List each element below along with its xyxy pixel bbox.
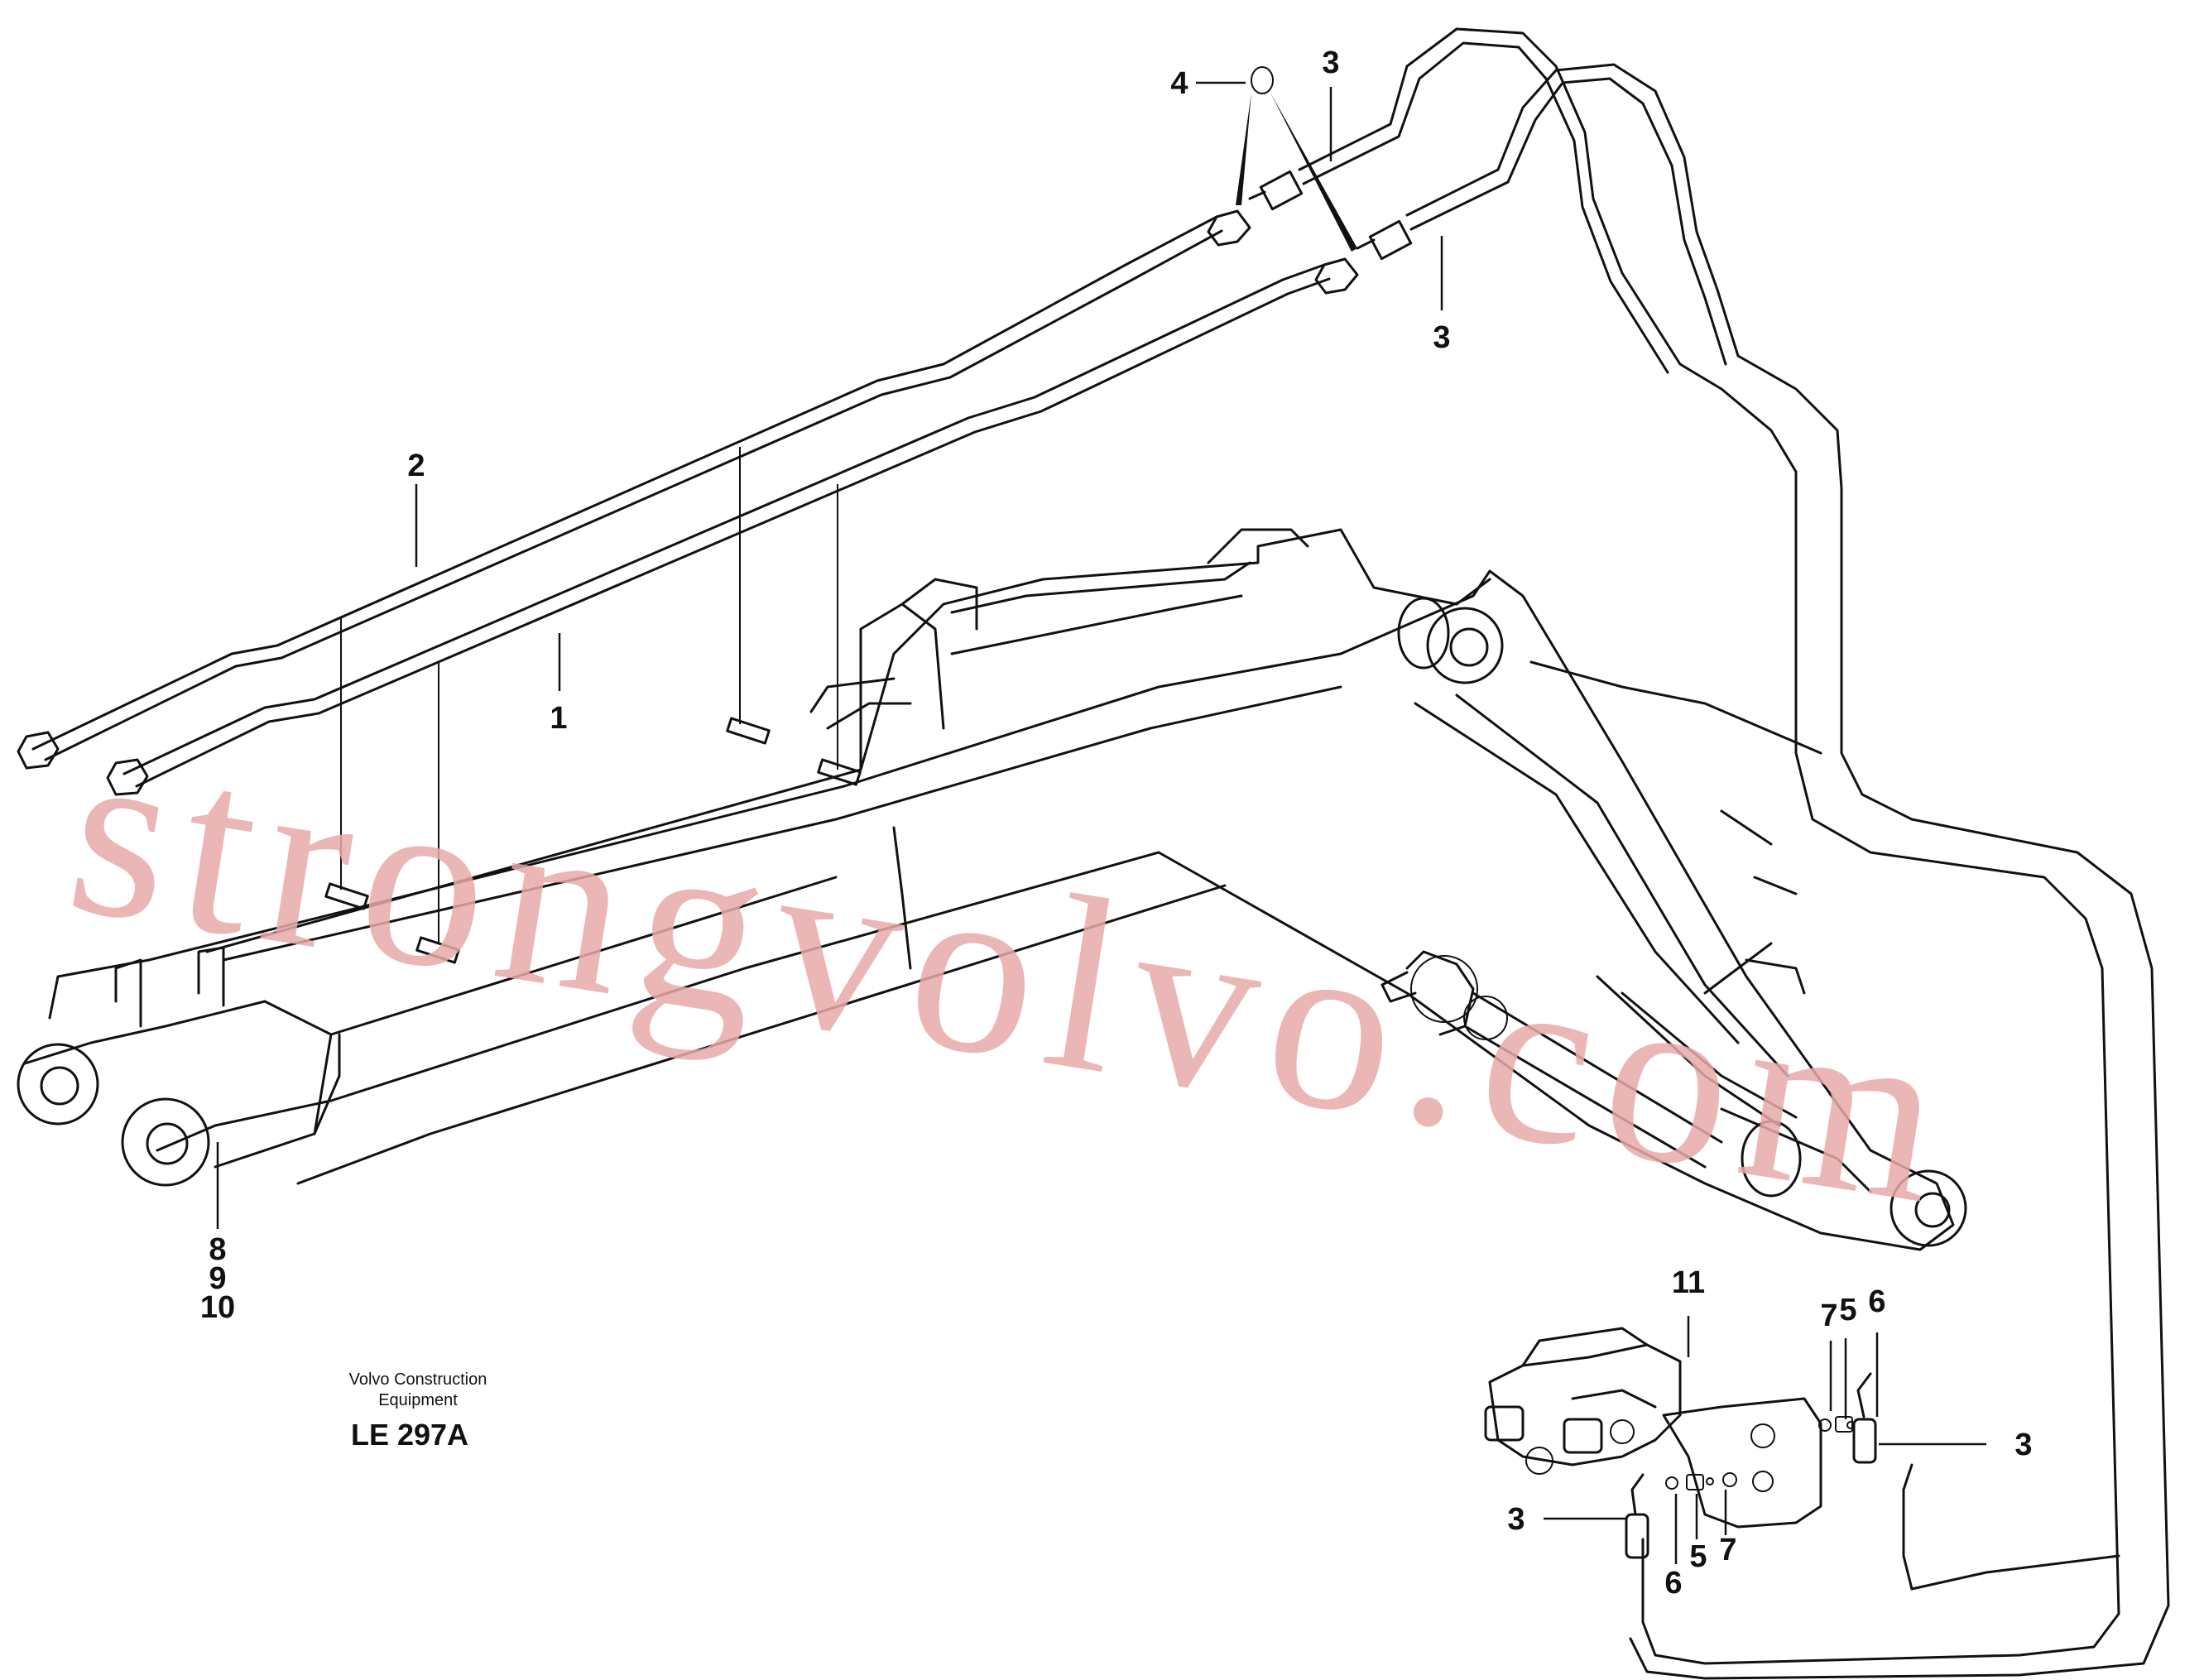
- callout-6-bottom: 6: [1664, 1566, 1682, 1601]
- callout-labels: 1 2 3 3 3 3 4 5 5 6 6 7 7 8 9 10 11: [200, 46, 2033, 1601]
- callout-1: 1: [550, 701, 567, 736]
- clamp-group: [324, 717, 862, 964]
- callout-8: 8: [209, 1232, 226, 1267]
- callout-7-top: 7: [1820, 1298, 1837, 1333]
- callout-9: 9: [209, 1261, 226, 1296]
- valve-block: [1484, 1327, 1855, 1529]
- drawing-caption: Volvo Construction Equipment LE 297A: [349, 1370, 487, 1452]
- callout-2: 2: [407, 449, 425, 483]
- watermark-text: strongvolvo.com: [54, 689, 1973, 1258]
- callout-10: 10: [200, 1290, 235, 1325]
- callout-4: 4: [1170, 66, 1188, 101]
- callout-3-top: 3: [1322, 46, 1339, 80]
- hose-lines: [1544, 65, 2170, 1680]
- drawing-code: LE 297A: [351, 1418, 468, 1452]
- callout-5-top: 5: [1839, 1293, 1856, 1327]
- callout-11: 11: [1672, 1265, 1705, 1300]
- callout-3-left: 3: [1507, 1502, 1525, 1537]
- pipe-tubes: [17, 27, 1657, 796]
- callout-6-top: 6: [1868, 1284, 1885, 1319]
- callout-5-bottom: 5: [1689, 1539, 1707, 1574]
- caption-equipment: Equipment: [378, 1391, 458, 1409]
- leader-lines: [216, 66, 1986, 1564]
- boom-assembly: [17, 447, 1967, 1251]
- callout-3-mid: 3: [1433, 320, 1450, 355]
- callout-7-bottom: 7: [1719, 1533, 1736, 1567]
- caption-company: Volvo Construction: [349, 1370, 487, 1389]
- callout-3-right: 3: [2014, 1428, 2032, 1462]
